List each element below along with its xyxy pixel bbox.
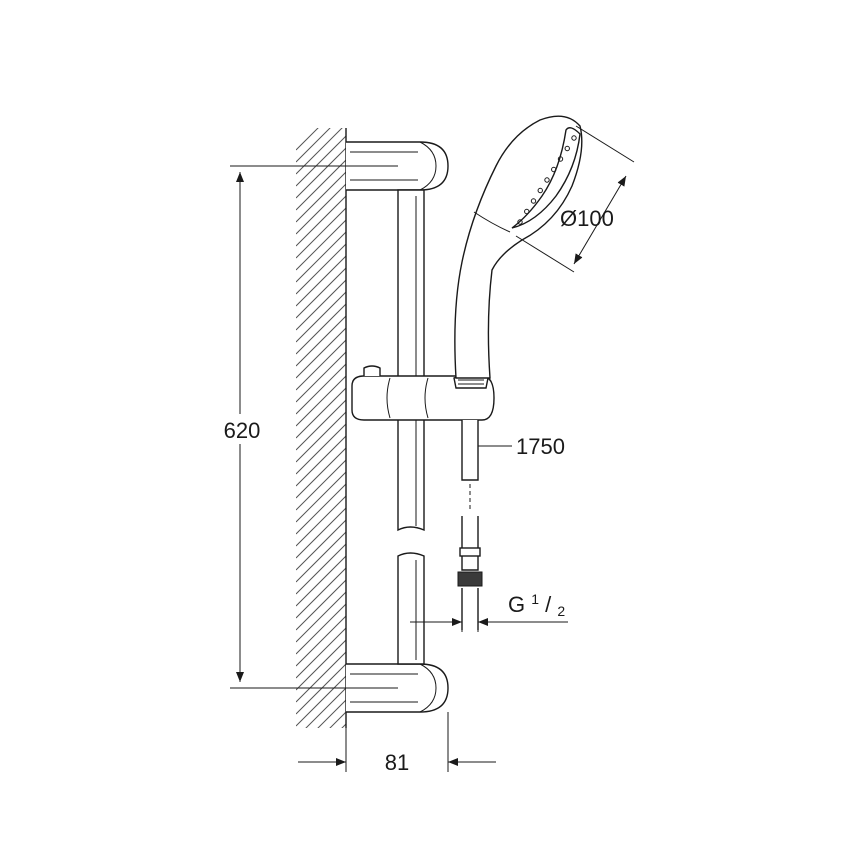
dimension-label-rail-height: 620 — [224, 418, 261, 443]
dimension-81: 81 — [298, 712, 496, 775]
dimension-620: 620 — [210, 165, 398, 689]
dimension-diameter: Ø100 — [515, 125, 635, 273]
hand-shower — [454, 115, 583, 379]
dimension-label-spray-diameter: Ø100 — [560, 206, 614, 231]
dimension-label-thread: G 1 / 2 — [508, 584, 565, 619]
shower-hose — [457, 420, 483, 630]
dimension-thread: G 1 / 2 — [410, 584, 568, 632]
wall-hatching — [296, 128, 347, 728]
dimension-1750: 1750 — [478, 434, 565, 459]
shower-rail — [397, 189, 425, 665]
dimension-label-hose-length: 1750 — [516, 434, 565, 459]
dimension-label-wall-offset: 81 — [385, 750, 409, 775]
